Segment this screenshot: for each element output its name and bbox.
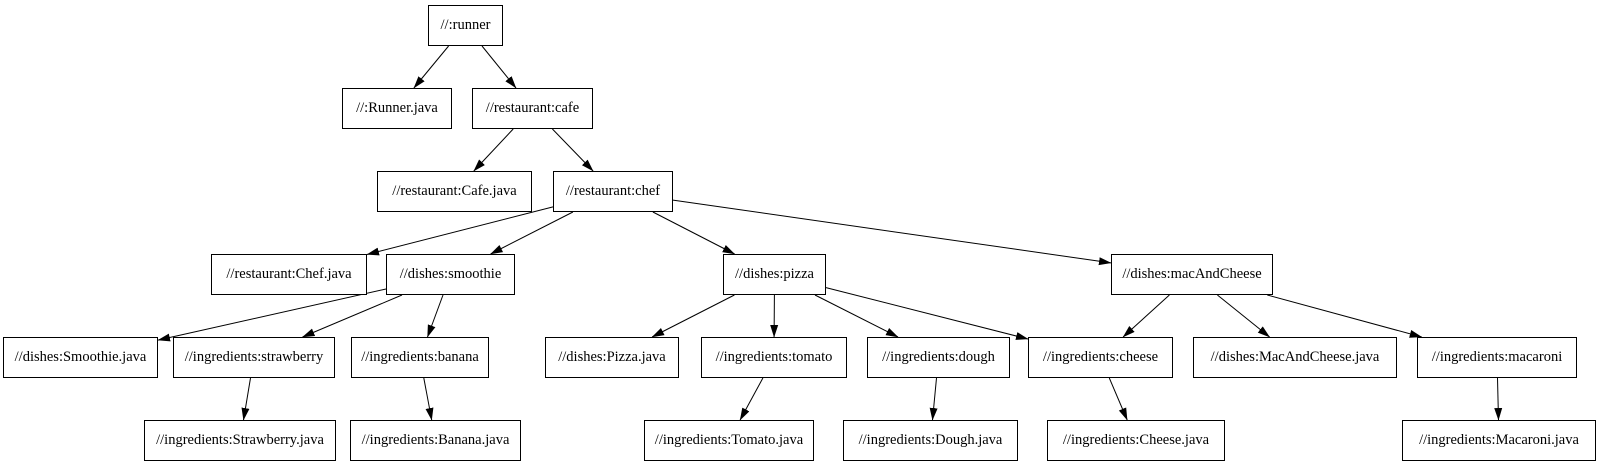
node-macaroni: //ingredients:macaroni	[1417, 337, 1577, 378]
node-banana-java: //ingredients:Banana.java	[350, 420, 521, 461]
edge-smoothie-to-strawberry	[302, 294, 403, 338]
edge-dough-to-dough_java	[929, 377, 938, 421]
edge-cafe-to-chef	[552, 128, 594, 172]
node-tomato: //ingredients:tomato	[701, 337, 847, 378]
edge-pizza-to-cheese	[825, 287, 1029, 340]
edge-pizza-to-pizza_java	[651, 294, 735, 338]
node-cafe-java: //restaurant:Cafe.java	[377, 171, 532, 212]
edge-chef-to-pizza	[652, 211, 736, 255]
edge-chef-to-mac_and_cheese	[672, 199, 1112, 266]
node-tomato-java: //ingredients:Tomato.java	[644, 420, 814, 461]
node-macaroni-java: //ingredients:Macaroni.java	[1402, 420, 1596, 461]
node-cheese: //ingredients:cheese	[1028, 337, 1173, 378]
node-strawberry: //ingredients:strawberry	[173, 337, 335, 378]
node-smoothie-java: //dishes:Smoothie.java	[3, 337, 158, 378]
node-chef: //restaurant:chef	[553, 171, 673, 212]
node-dough: //ingredients:dough	[867, 337, 1010, 378]
node-cheese-java: //ingredients:Cheese.java	[1047, 420, 1225, 461]
edge-mac_and_cheese-to-mac_and_cheese_java	[1217, 294, 1270, 338]
edge-banana-to-banana_java	[423, 377, 434, 421]
node-pizza-java: //dishes:Pizza.java	[545, 337, 679, 378]
node-dough-java: //ingredients:Dough.java	[843, 420, 1018, 461]
edge-mac_and_cheese-to-cheese	[1122, 294, 1170, 338]
node-cafe: //restaurant:cafe	[472, 88, 593, 129]
node-pizza: //dishes:pizza	[723, 254, 826, 295]
node-strawberry-java: //ingredients:Strawberry.java	[144, 420, 336, 461]
edge-mac_and_cheese-to-macaroni	[1267, 294, 1423, 338]
edge-pizza-to-dough	[814, 294, 899, 338]
node-mac-and-cheese: //dishes:macAndCheese	[1111, 254, 1273, 295]
edge-cheese-to-cheese_java	[1108, 377, 1128, 421]
edge-runner-to-cafe	[481, 45, 517, 89]
edge-strawberry-to-strawberry_java	[241, 377, 251, 421]
edges-group	[157, 45, 1503, 421]
node-banana: //ingredients:banana	[351, 337, 489, 378]
node-smoothie: //dishes:smoothie	[386, 254, 515, 295]
edge-smoothie-to-smoothie_java	[157, 288, 387, 342]
node-runner-java: //:Runner.java	[342, 88, 452, 129]
node-runner: //:runner	[428, 5, 503, 46]
node-mac-and-cheese-java: //dishes:MacAndCheese.java	[1193, 337, 1397, 378]
edge-chef-to-chef_java	[366, 206, 554, 256]
edge-macaroni-to-macaroni_java	[1494, 377, 1503, 421]
edge-runner-to-runner_java	[413, 45, 449, 89]
edge-chef-to-smoothie	[490, 211, 574, 255]
node-chef-java: //restaurant:Chef.java	[211, 254, 367, 295]
edge-smoothie-to-banana	[427, 294, 444, 338]
edge-tomato-to-tomato_java	[739, 377, 764, 421]
edge-cafe-to-cafe_java	[473, 128, 514, 172]
